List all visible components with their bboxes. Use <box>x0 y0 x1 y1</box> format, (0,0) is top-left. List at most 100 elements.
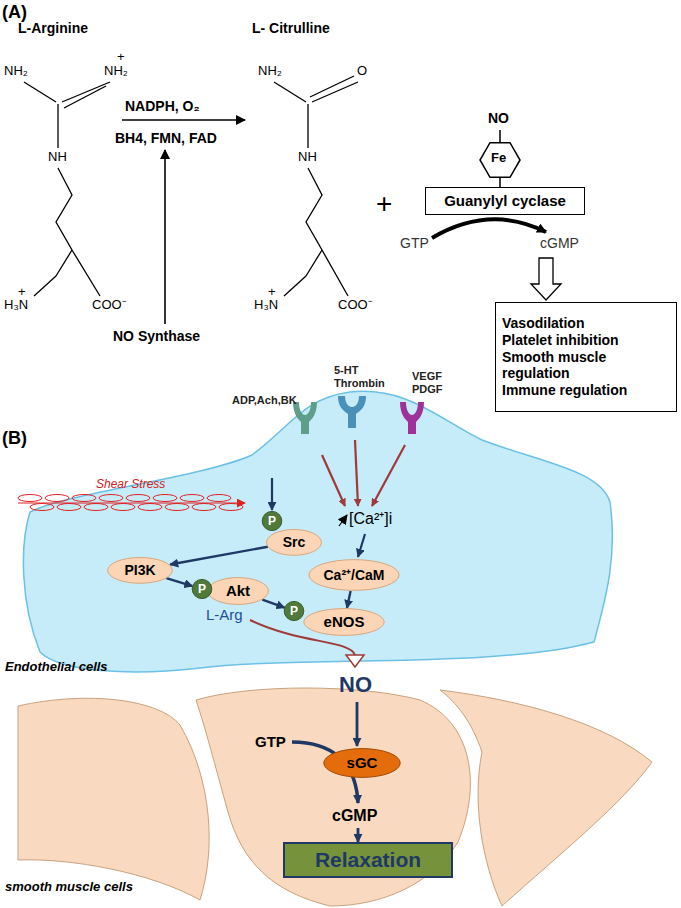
reaction-arrow <box>122 119 245 121</box>
flow-ellipse <box>165 504 189 511</box>
enzyme-node: eNOS <box>303 608 385 636</box>
ligand-label: NO <box>488 110 509 126</box>
cgmp-to-relaxation <box>357 828 360 842</box>
receptor-blue <box>338 396 366 428</box>
node-label: P <box>268 514 276 528</box>
atom-label: Fe <box>491 151 506 166</box>
flow-ellipse <box>153 495 177 502</box>
no-bond <box>499 130 501 142</box>
node-text-group: P <box>198 582 206 596</box>
agonist-label: VEGF PDGF <box>412 370 448 395</box>
calmodulin-node: Ca²⁺/CaM <box>308 559 400 591</box>
stimulus-label: Shear Stress <box>96 478 165 492</box>
effects-box: VasodilationPlatelet inhibitionSmooth mu… <box>495 302 677 412</box>
atom-label: H₃N <box>4 298 28 313</box>
cell-label: Endothelial cells <box>5 660 108 675</box>
node-text-group: VasodilationPlatelet inhibitionSmooth mu… <box>502 315 670 399</box>
flow-ellipse <box>192 504 216 511</box>
product-label: cGMP <box>332 807 377 825</box>
node-text-group: P <box>268 514 276 528</box>
node-label: Ca²⁺/CaM <box>323 567 384 584</box>
arginine-structure <box>24 82 110 296</box>
node-label: PI3K <box>124 562 155 579</box>
outline <box>192 579 212 598</box>
receptor-purple <box>400 402 424 434</box>
compound-name: L-Arginine <box>18 20 88 36</box>
signal-arrow <box>262 600 284 608</box>
bond <box>24 82 110 296</box>
flow-ellipse <box>57 504 81 511</box>
atom-label: COO⁻ <box>338 298 372 313</box>
substrate-label: GTP <box>255 733 286 750</box>
no-to-sgc <box>356 702 359 746</box>
phospho-mark: P <box>262 511 282 531</box>
flow-ellipse <box>207 495 231 502</box>
bond <box>274 76 358 296</box>
calcium-to-cam <box>358 534 365 557</box>
cofactor-label: BH4, FMN, FAD <box>115 130 217 146</box>
node-text-group: Relaxation <box>315 847 421 872</box>
signal-arrow <box>166 578 192 586</box>
kinase-node: Src <box>266 529 322 556</box>
node-label: Smooth muscle regulation <box>502 349 670 383</box>
flow-ellipse <box>126 495 150 502</box>
node-label: Immune regulation <box>502 382 670 399</box>
node-text-group: Guanylyl cyclase <box>444 192 566 210</box>
enzyme-box: Guanylyl cyclase <box>425 187 585 215</box>
atom-label: NH₂ <box>104 64 128 79</box>
node-text-group: Akt <box>226 582 250 600</box>
node-label: Akt <box>226 582 250 600</box>
enzyme-label: NO Synthase <box>113 328 200 344</box>
mediator-label: NO <box>339 672 372 697</box>
kinase-node: PI3K <box>107 557 173 584</box>
signal-arrow <box>347 591 351 608</box>
atom-label: NH <box>298 150 317 165</box>
receptor-green <box>293 402 317 434</box>
outcome-box: Relaxation <box>283 842 453 877</box>
cofactor-label: NADPH, O₂ <box>125 98 200 114</box>
outline <box>208 578 269 605</box>
atom-label: NH <box>48 150 67 165</box>
outline <box>267 529 322 555</box>
gtp-cgmp-arc <box>432 219 546 238</box>
charge-label: + <box>117 50 125 65</box>
outline <box>284 601 304 620</box>
flow-ellipse <box>138 504 162 511</box>
smooth-muscle-cell <box>18 698 209 900</box>
substrate-label: L-Arg <box>206 606 243 623</box>
panel-label: (B) <box>2 428 27 449</box>
node-text-group: Src <box>283 534 306 551</box>
outline <box>262 511 282 530</box>
node-label: Src <box>283 534 306 551</box>
flow-ellipse <box>18 495 42 502</box>
agonist-label: 5-HT Thrombin <box>334 364 384 389</box>
node-label: Vasodilation <box>502 315 670 332</box>
outline <box>108 557 173 583</box>
kinase-node: Akt <box>207 577 269 605</box>
node-text-group: eNOS <box>324 613 365 631</box>
flow-ellipse <box>180 495 204 502</box>
heme-link <box>499 177 501 187</box>
calcium-arrow <box>322 455 345 506</box>
flow-ellipse <box>219 504 243 511</box>
endothelial-cell <box>23 391 612 672</box>
flow-ellipse <box>111 504 135 511</box>
atom-label: NH₂ <box>258 64 282 79</box>
agonist-label: ADP,Ach,BK <box>232 394 297 407</box>
atom-label: H₃N <box>254 298 278 313</box>
shear-arrow <box>18 503 245 504</box>
flow-ellipse <box>30 504 54 511</box>
smooth-muscle-cell <box>196 688 470 906</box>
node-text-group: PI3K <box>124 562 155 579</box>
compound-name: L- Citrulline <box>252 20 330 36</box>
node-label: P <box>198 582 206 596</box>
flow-ellipse <box>99 495 123 502</box>
node-label: Relaxation <box>315 847 421 872</box>
node-text-group: P <box>290 604 298 618</box>
heme-hexagon <box>480 143 520 178</box>
atom-label: COO⁻ <box>92 298 126 313</box>
citrulline-structure <box>274 76 358 296</box>
flow-ellipse <box>84 504 108 511</box>
enzyme-arrow <box>164 150 166 324</box>
